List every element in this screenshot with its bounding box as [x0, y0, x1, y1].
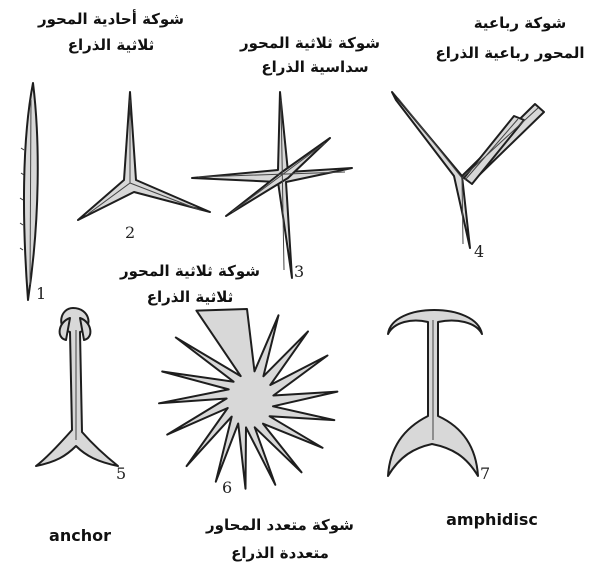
number-1: 1: [36, 284, 46, 303]
spicule-4-tetract: [392, 92, 544, 248]
spicule-3-hexactine: [192, 92, 352, 278]
number-6: 6: [222, 478, 232, 497]
label-triaxon-hexactine-line1: شوكة ثلاثية المحور: [210, 34, 410, 53]
label-anchor: anchor: [30, 526, 130, 546]
spicule-5-anchor: [36, 308, 118, 466]
label-triaxon-triact-line2: ثلاثية الذراع: [110, 288, 270, 307]
label-triaxon-triact-line1: شوكة ثلاثية المحور: [90, 262, 290, 281]
label-monaxon-triaxon-line2: ثلاثية الذراع: [6, 36, 216, 55]
number-4: 4: [474, 242, 484, 261]
label-tetraxon-line1: شوكة رباعية: [440, 14, 600, 33]
spicule-2-triact: [78, 92, 210, 220]
label-monaxon-triaxon-line1: شوكة أحادية المحور: [6, 10, 216, 29]
spicule-7-amphidisc: [388, 310, 482, 476]
label-polyaxon-line2: متعددة الذراع: [190, 544, 370, 563]
label-tetraxon-line2: المحور رباعية الذراع: [412, 44, 608, 63]
number-7: 7: [480, 464, 490, 483]
number-2: 2: [125, 223, 135, 242]
label-amphidisc: amphidisc: [432, 510, 552, 530]
spicule-6-polyaxon: [159, 309, 337, 489]
spicule-1-monaxon: [20, 83, 38, 300]
number-3: 3: [294, 262, 304, 281]
number-5: 5: [116, 464, 126, 483]
label-triaxon-hexactine-line2: سداسية الذراع: [215, 58, 415, 77]
label-polyaxon-line1: شوكة متعدد المحاور: [180, 516, 380, 535]
